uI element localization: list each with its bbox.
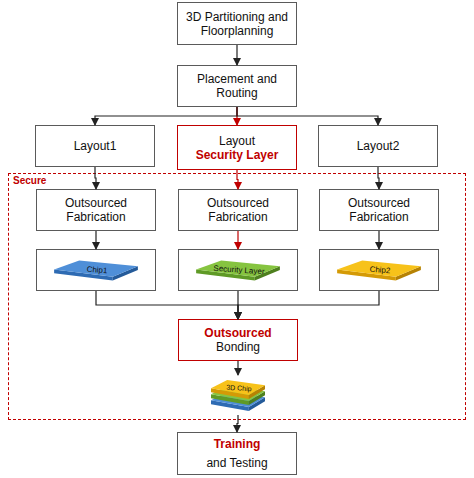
secure-region: SecureOutsourced Fabrication Outsourced F… <box>8 173 466 420</box>
process-box: Layout2 <box>318 125 438 167</box>
flow-arrow <box>378 167 379 189</box>
box-text: Layout2 <box>357 139 400 153</box>
flow-arrow <box>237 291 238 319</box>
process-box: OutsourcedBonding <box>178 319 298 361</box>
stack-layer-top <box>211 380 265 395</box>
flow-arrow <box>95 167 96 189</box>
flow-arrow <box>96 291 238 319</box>
chip-slab-top <box>337 260 421 276</box>
chip-slab-top <box>54 260 138 276</box>
box-text: Outsourced Fabrication <box>42 196 150 224</box>
flow-arrow <box>237 415 238 432</box>
box-text: Layout1 <box>74 139 117 153</box>
flow-arrow <box>378 231 379 249</box>
box-text: Bonding <box>216 340 260 354</box>
box-text: and Testing <box>206 456 267 470</box>
chip-label: Chip1 <box>86 265 107 275</box>
chip-label: 3D Chip <box>226 383 252 394</box>
stacked-chip: 3D Chip <box>208 375 268 415</box>
box-text: Layout <box>219 134 255 148</box>
flow-arrow <box>238 291 379 319</box>
box-text: Outsourced Fabrication <box>325 196 433 224</box>
process-box: Placement and Routing <box>177 65 297 107</box>
chip-box: Chip2 <box>319 249 439 291</box>
chip-box: Chip1 <box>36 249 156 291</box>
chip-box: Security Layer <box>178 249 298 291</box>
process-box: Outsourced Fabrication <box>36 189 156 231</box>
flow-arrow <box>237 231 238 249</box>
chip-slab-top <box>196 260 280 276</box>
region-label: Secure <box>13 175 46 186</box>
box-text: Outsourced Fabrication <box>184 196 292 224</box>
box-text: Outsourced <box>204 326 271 340</box>
flow-arrow <box>95 107 237 125</box>
flow-arrow <box>95 231 96 249</box>
flow-arrow <box>237 107 378 125</box>
box-text: Placement and Routing <box>183 72 291 100</box>
process-box: Training and Testing <box>177 432 297 475</box>
flow-arrow <box>237 170 238 189</box>
flow-arrow <box>236 45 237 65</box>
box-text: Training <box>214 437 261 451</box>
box-text: Security Layer <box>196 148 279 162</box>
chip-label: Chip2 <box>369 265 390 275</box>
box-text: 3D Partitioning and Floorplanning <box>183 10 291 38</box>
flow-arrow <box>237 361 238 375</box>
stack-illustration <box>208 375 268 415</box>
process-box: Outsourced Fabrication <box>178 189 298 231</box>
flow-arrow <box>236 107 237 125</box>
process-box: 3D Partitioning and Floorplanning <box>177 2 297 45</box>
process-box: Layout1 <box>35 125 155 167</box>
process-box: Outsourced Fabrication <box>319 189 439 231</box>
process-box: LayoutSecurity Layer <box>177 125 297 170</box>
